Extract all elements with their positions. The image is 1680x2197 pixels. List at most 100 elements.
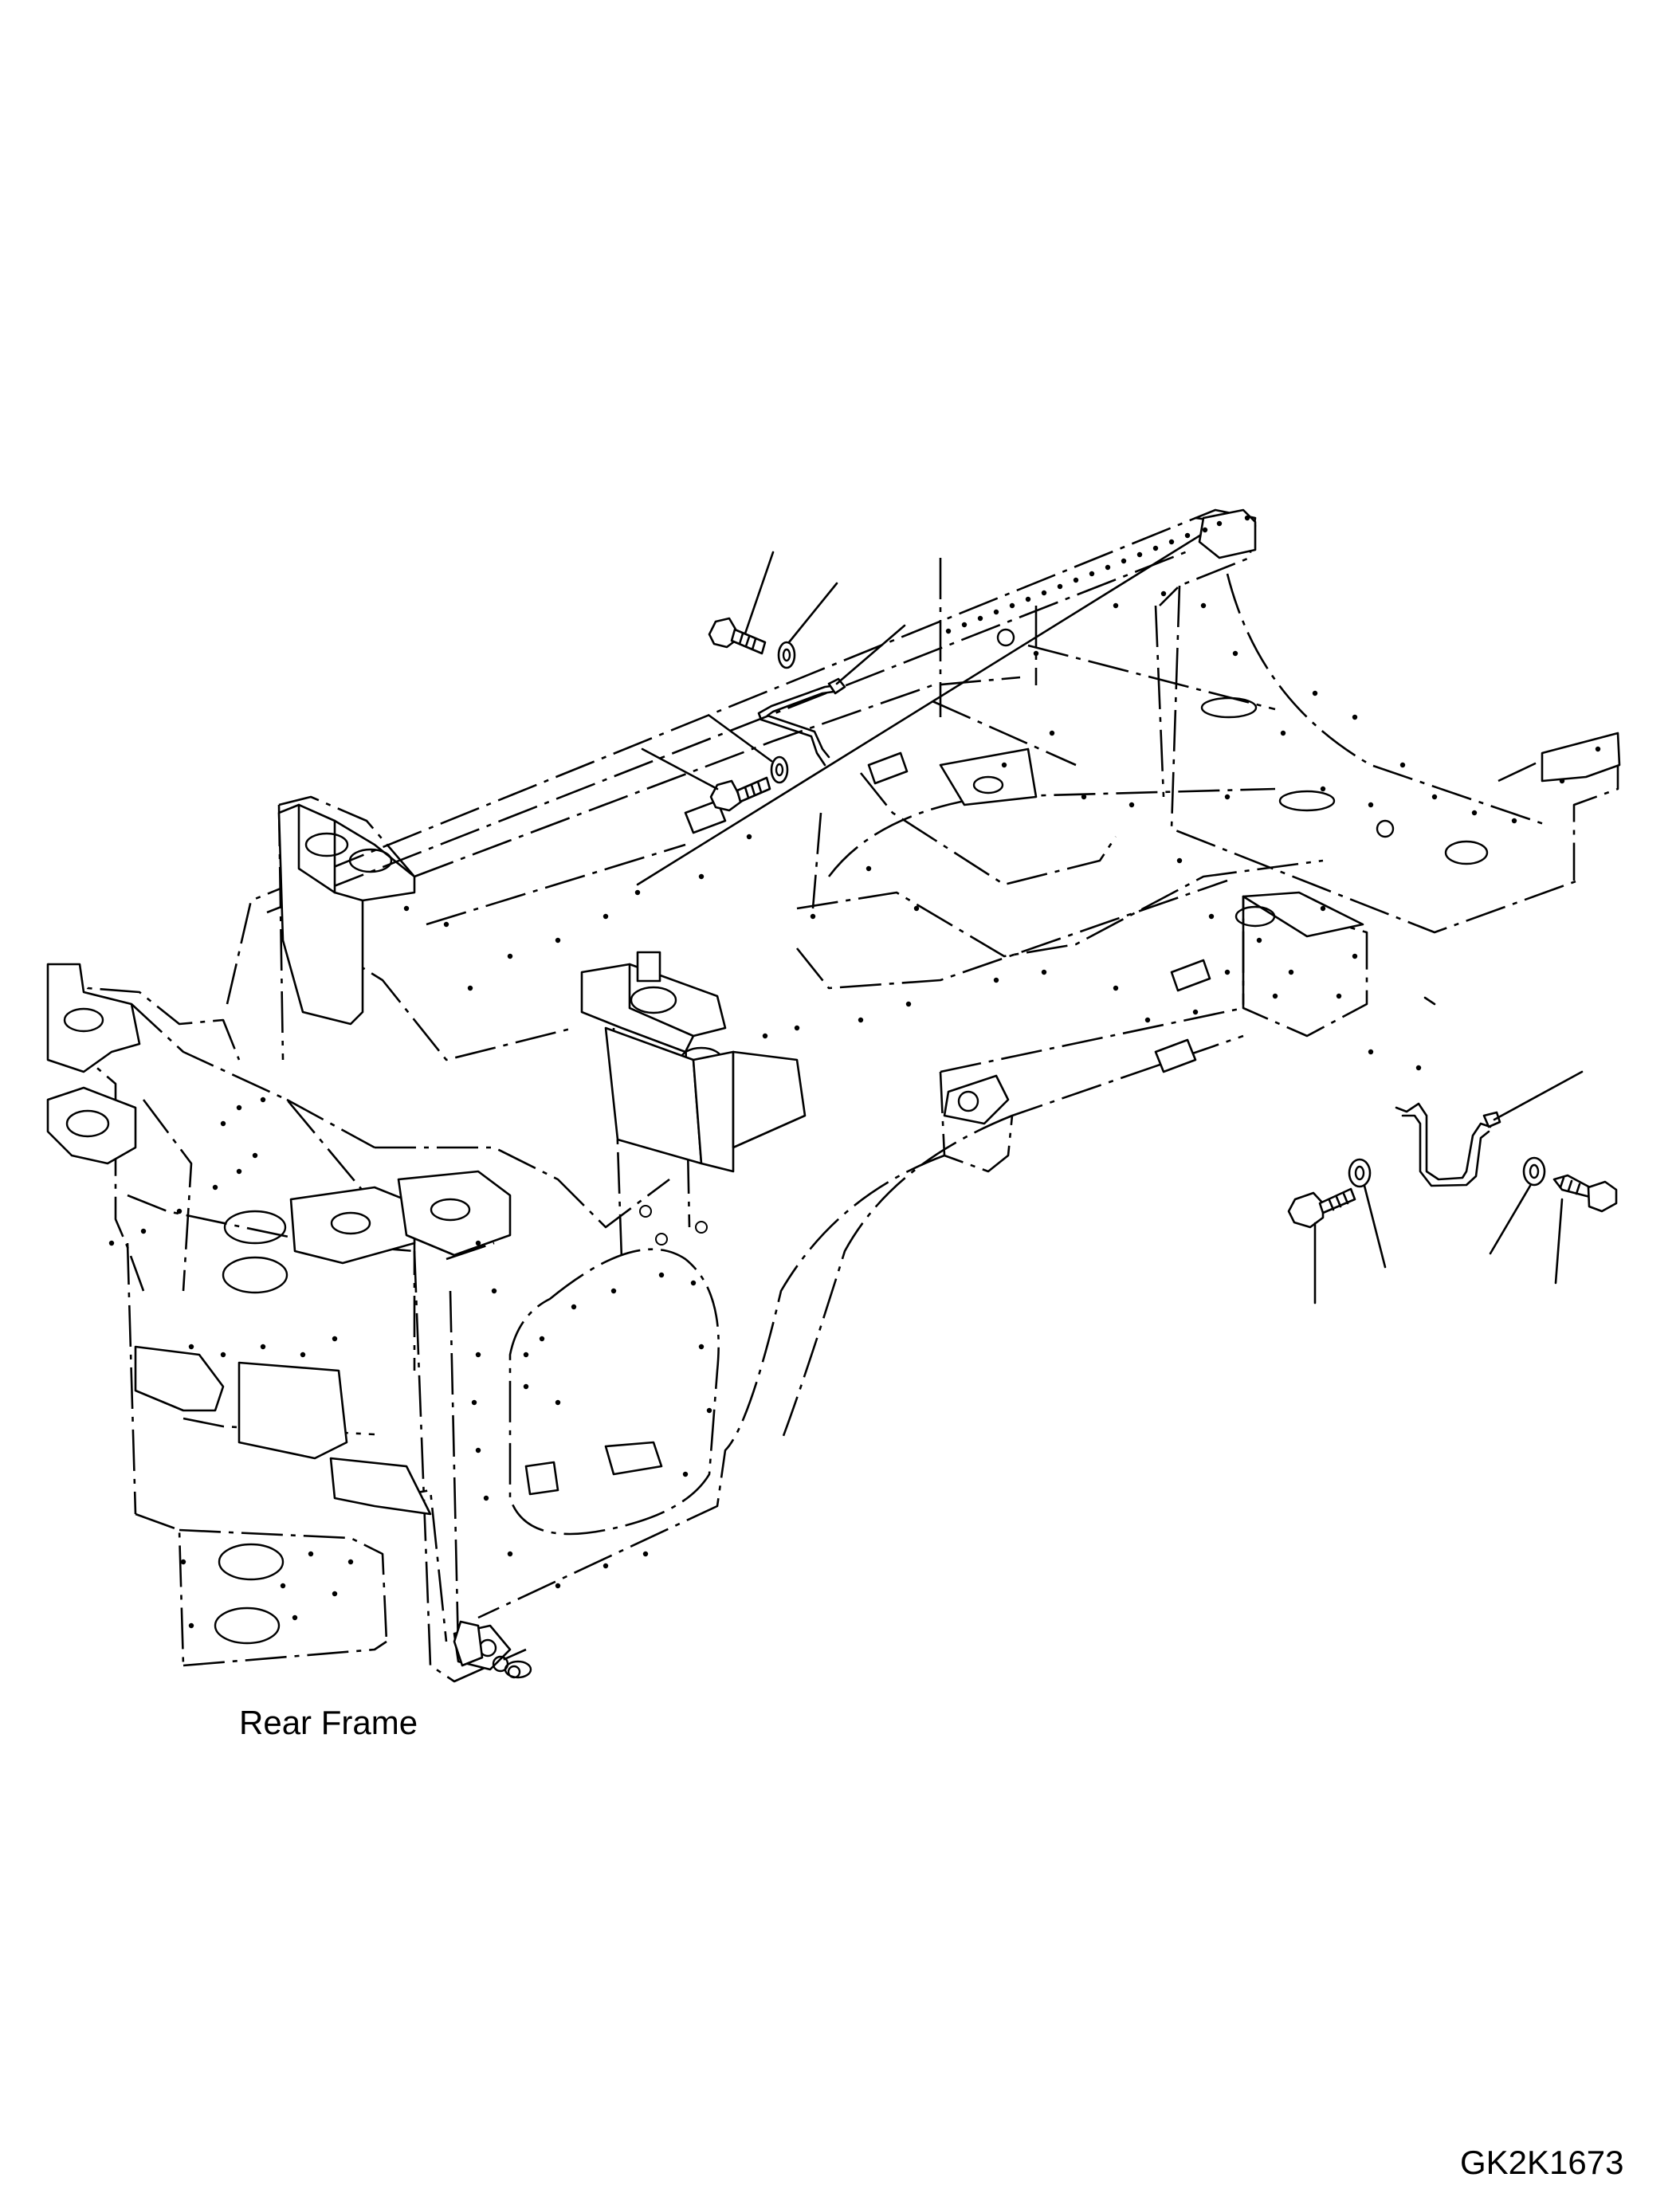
frame-hole-dot: [1256, 937, 1262, 944]
frame-hole-dot: [993, 977, 999, 983]
frame-hole-dot: [1041, 969, 1047, 975]
frame-hole-dot: [642, 1551, 649, 1557]
frame-hole-dot: [475, 1447, 481, 1454]
frame-hole-dot: [555, 937, 561, 944]
frame-hole-dot: [1009, 602, 1015, 609]
frame-hole-dot: [1202, 527, 1208, 533]
frame-hole-dot: [603, 913, 609, 920]
frame-hole-dot: [682, 1471, 689, 1477]
frame-caption: Rear Frame: [239, 1704, 418, 1741]
frame-hole-dot: [1160, 590, 1167, 597]
frame-hole-dot: [1192, 1009, 1199, 1015]
frame-hole-dot: [1129, 802, 1135, 808]
frame-hole-dot: [260, 1344, 266, 1350]
frame-hole-dot: [1352, 953, 1358, 959]
frame-hole-dot: [993, 609, 999, 615]
frame-hole-dot: [108, 1240, 115, 1246]
frame-hole-dot: [1113, 602, 1119, 609]
frame-hole-dot: [977, 615, 983, 622]
frame-hole-dot: [1320, 786, 1326, 792]
frame-hole-dot: [698, 1344, 705, 1350]
frame-hole-dot: [1511, 818, 1517, 824]
frame-hole-dot: [610, 1288, 617, 1294]
upper-handrail-hardware: [641, 551, 906, 812]
frame-hole-dot: [1431, 794, 1438, 800]
frame-hole-dot: [212, 1184, 218, 1191]
frame-hole-dot: [1113, 985, 1119, 991]
frame-hole-dot: [1244, 515, 1250, 521]
frame-hole-dot: [945, 628, 952, 634]
handrail-bracket-right: [1395, 1102, 1501, 1187]
frame-hole-dot: [1312, 690, 1318, 696]
frame-hole-dot: [1352, 714, 1358, 720]
frame-hole-dot: [1073, 577, 1079, 583]
tow-hitch: [453, 1620, 521, 1679]
bolt-right-b: [1552, 1174, 1618, 1213]
frame-hole-dot: [698, 873, 705, 880]
frame-hole-dot: [236, 1168, 242, 1175]
bolt-upper-b: [709, 776, 771, 812]
frame-hole-dot: [1184, 532, 1191, 539]
frame-hole-dot: [491, 1288, 497, 1294]
frame-hole-dot: [1471, 810, 1478, 816]
frame-hole-dot: [483, 1495, 489, 1501]
frame-hole-dot: [866, 865, 872, 872]
frame-hole-dot: [961, 622, 968, 628]
frame-hole-dot: [1224, 794, 1231, 800]
frame-hole-dot: [1176, 857, 1183, 864]
frame-hole-dot: [1272, 993, 1278, 999]
frame-hole-dot: [858, 1017, 864, 1023]
frame-hole-dot: [332, 1336, 338, 1342]
frame-hole-dot: [507, 1551, 513, 1557]
frame-hole-dot: [467, 985, 473, 991]
frame-hole-dot: [1280, 730, 1286, 736]
frame-hole-dot: [1208, 913, 1215, 920]
frame-hole-dot: [1089, 571, 1095, 577]
frame-hole-dot: [634, 889, 641, 896]
frame-hole-dot: [603, 1563, 609, 1569]
frame-hole-dot: [1049, 730, 1055, 736]
frame-hole-dot: [810, 913, 816, 920]
frame-hole-dot: [475, 1352, 481, 1358]
bolt-right-a: [1287, 1187, 1356, 1229]
frame-hole-dot: [571, 1304, 577, 1310]
frame-hole-dot: [188, 1344, 194, 1350]
washer-right-b: [1522, 1156, 1546, 1187]
frame-hole-dot: [523, 1352, 529, 1358]
frame-hole-dot: [905, 1001, 912, 1007]
bolt-upper-a: [708, 617, 767, 655]
frame-hole-dot: [1368, 1049, 1374, 1055]
frame-hole-dot: [140, 1228, 147, 1234]
frame-hole-dot: [1216, 520, 1223, 527]
frame-hole-dot: [1081, 794, 1087, 800]
frame-hole-dot: [220, 1120, 226, 1127]
washer-upper-b: [770, 755, 789, 784]
frame-hole-dot: [188, 1622, 194, 1629]
frame-hole-dot: [1121, 558, 1127, 564]
frame-hole-dot: [1105, 564, 1111, 571]
frame-hole-dot: [1399, 762, 1406, 768]
washer-upper-a: [777, 641, 796, 669]
frame-hole-dot: [762, 1033, 768, 1039]
frame-hole-dot: [1232, 650, 1238, 657]
washer-right-a: [1348, 1158, 1372, 1188]
frame-hole-dot: [403, 905, 410, 912]
frame-hole-dot: [706, 1407, 712, 1414]
frame-hole-dot: [220, 1352, 226, 1358]
frame-hole-dot: [1001, 762, 1007, 768]
frame-hole-dot: [260, 1097, 266, 1103]
frame-hole-dot: [1559, 778, 1565, 784]
frame-hole-dot: [1368, 802, 1374, 808]
frame-hole-dot: [794, 1025, 800, 1031]
frame-hole-dot: [347, 1559, 354, 1565]
frame-hole-dot: [539, 1336, 545, 1342]
frame-hole-dot: [1200, 602, 1207, 609]
frame-hole-dot: [300, 1352, 306, 1358]
handrail-bracket-upper: [757, 677, 846, 767]
frame-hole-dot: [555, 1583, 561, 1589]
frame-hole-dot: [443, 921, 449, 928]
frame-hole-dot: [292, 1614, 298, 1621]
frame-hole-dot: [1595, 746, 1601, 752]
frame-hole-dot: [1136, 551, 1143, 558]
frame-hole-dot: [176, 1208, 183, 1214]
